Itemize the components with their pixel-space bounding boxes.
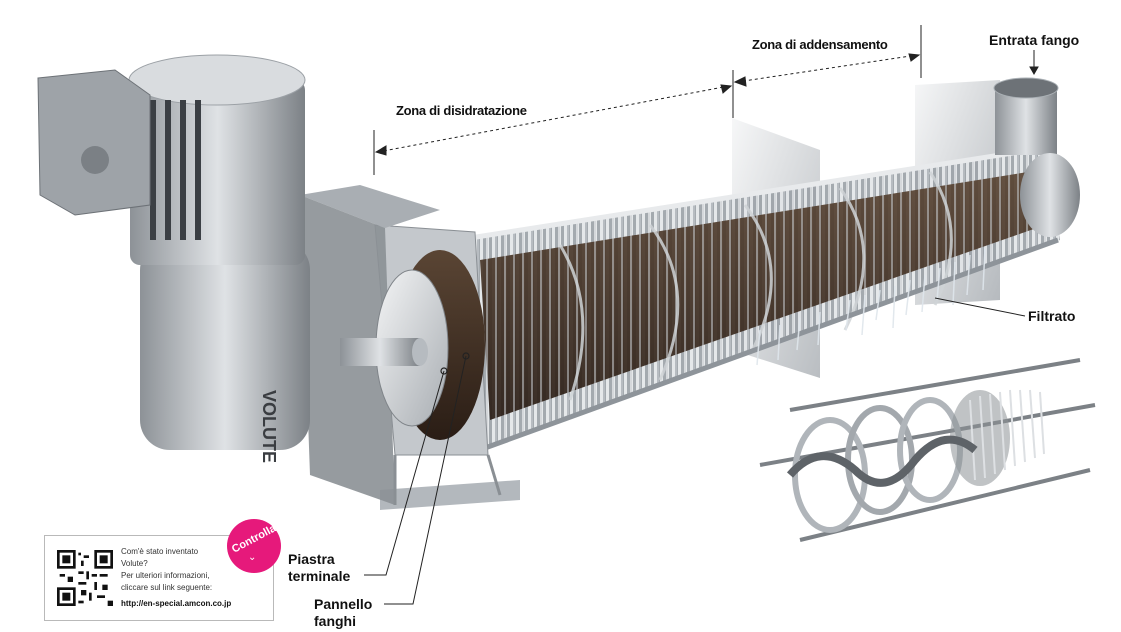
dimension-lines [364, 25, 1039, 605]
cage-overlay [470, 150, 1060, 450]
qr-line-2: Volute? [121, 559, 148, 568]
label-pannello: Pannello [314, 596, 373, 612]
label-zona-addensamento: Zona di addensamento [752, 37, 888, 52]
motor-fins [150, 100, 201, 240]
gearbox [140, 240, 310, 450]
qr-line-3: Per ulteriori informazioni, [121, 571, 210, 580]
top-bracket [300, 185, 440, 228]
label-piastra: Piastra [288, 551, 335, 567]
drive-shaft [340, 338, 420, 366]
terminal-box [37, 69, 151, 216]
qr-info-panel[interactable]: Com'è stato inventato Volute? Per ulteri… [44, 535, 274, 621]
feed-housing [1020, 153, 1080, 237]
label-terminale: terminale [288, 568, 351, 584]
chevron-down-icon: ⌄ [248, 552, 257, 563]
tie-rod-top [469, 145, 1046, 241]
label-fanghi: fanghi [314, 613, 356, 629]
motor-top [128, 54, 306, 106]
filtrate-drops [756, 247, 986, 366]
screw-detail [759, 358, 1096, 542]
label-zona-disidratazione: Zona di disidratazione [396, 103, 527, 118]
controlla-badge[interactable]: Controlla ⌄ [227, 519, 281, 573]
qr-code-icon[interactable] [57, 550, 113, 606]
qr-info-text: Com'è stato inventato Volute? Per ulteri… [121, 546, 231, 610]
qr-line-1: Com'è stato inventato [121, 547, 199, 556]
motor-brand-text: VOLUTE [259, 390, 279, 463]
label-filtrato: Filtrato [1028, 308, 1076, 324]
motor-body [130, 80, 305, 265]
label-entrata-fango: Entrata fango [989, 32, 1080, 48]
tie-rod-bottom [484, 237, 1059, 451]
inlet-pipe-top [993, 77, 1059, 99]
qr-url-link[interactable]: http://en-special.amcon.co.jp [121, 599, 232, 608]
qr-line-4: cliccare sul link seguente: [121, 583, 213, 592]
front-frame-base [380, 480, 520, 510]
